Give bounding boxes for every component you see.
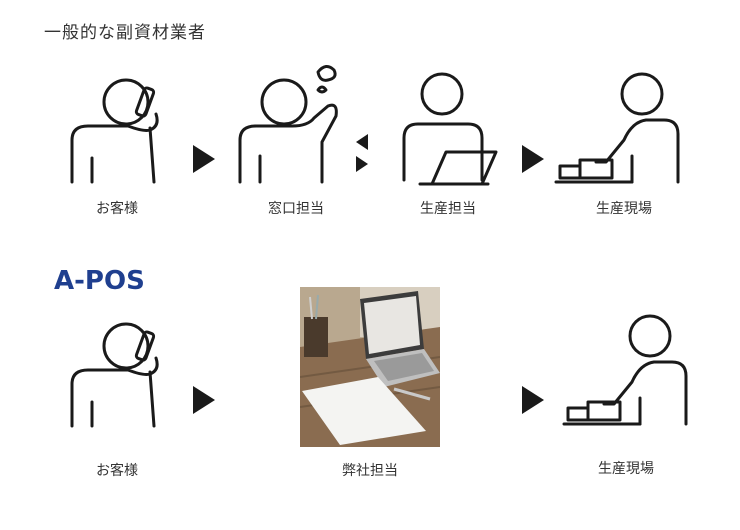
section-title-general: 一般的な副資材業者 bbox=[44, 23, 206, 43]
arrow-right-small-icon bbox=[356, 156, 368, 172]
person-confused-icon bbox=[238, 65, 338, 184]
arrow-right-icon bbox=[193, 386, 215, 414]
step-label-our-staff: 弊社担当 bbox=[342, 463, 398, 479]
step-label-reception: 窓口担当 bbox=[268, 201, 324, 217]
arrow-right-icon bbox=[522, 145, 544, 173]
step-label-production-site: 生産現場 bbox=[598, 461, 654, 477]
step-label-customer: お客様 bbox=[96, 201, 138, 217]
person-phone-icon bbox=[70, 322, 159, 428]
arrow-right-icon bbox=[522, 386, 544, 414]
arrow-left-icon bbox=[356, 134, 368, 150]
person-phone-icon bbox=[70, 78, 159, 184]
person-machine-icon bbox=[554, 72, 680, 184]
laptop-desk-photo bbox=[300, 287, 440, 447]
step-label-production-site: 生産現場 bbox=[596, 201, 652, 217]
person-laptop-icon bbox=[402, 72, 498, 186]
step-label-production-staff: 生産担当 bbox=[420, 201, 476, 217]
step-label-customer: お客様 bbox=[96, 463, 138, 479]
person-machine-icon bbox=[562, 314, 688, 426]
arrow-right-icon bbox=[193, 145, 215, 173]
brand-logo-prefix: A bbox=[54, 266, 75, 296]
brand-logo-rest: -POS bbox=[74, 266, 145, 296]
brand-logo: A-POS bbox=[54, 266, 145, 296]
